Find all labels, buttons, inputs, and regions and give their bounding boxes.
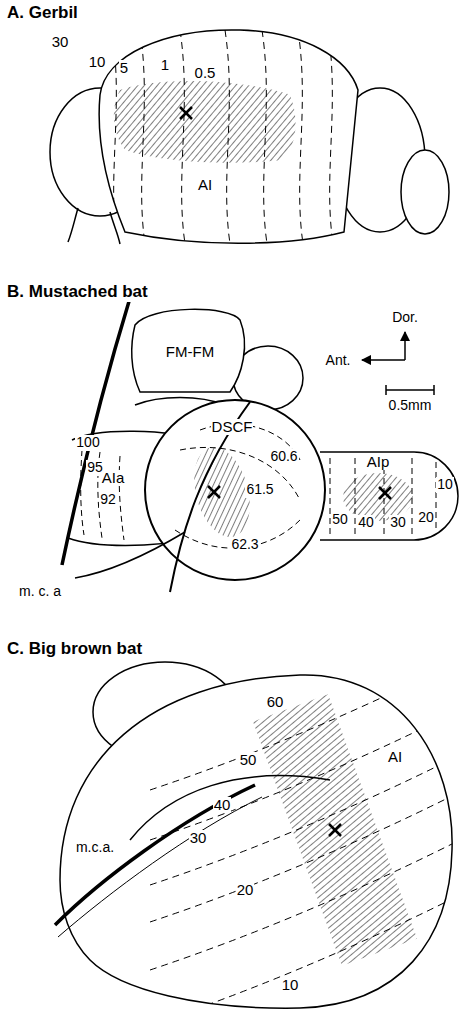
frequency-label: 30 xyxy=(389,515,407,530)
region-label: AIp xyxy=(366,454,391,471)
artery-label: m.c.a. xyxy=(75,840,115,855)
frequency-label: 20 xyxy=(236,882,255,899)
direction-label: Ant. xyxy=(325,353,352,368)
frequency-label: 60 xyxy=(266,694,285,711)
mustached-bat-brain xyxy=(62,298,458,592)
frequency-label: 30 xyxy=(189,830,208,847)
frequency-label: 92 xyxy=(99,492,117,507)
frequency-label: 5 xyxy=(119,60,129,77)
frequency-label: 61.5 xyxy=(245,482,274,497)
direction-label: Dor. xyxy=(391,310,419,325)
gerbil-brain xyxy=(50,30,449,250)
frequency-label: 10 xyxy=(436,477,454,492)
frequency-label: 30 xyxy=(51,34,70,51)
scale-label: 0.5mm xyxy=(388,398,433,413)
frequency-label: 50 xyxy=(239,752,258,769)
frequency-label: 95 xyxy=(86,460,104,475)
region-label: AI xyxy=(197,177,213,194)
frequency-label: 60.6 xyxy=(269,449,298,464)
frequency-label: 40 xyxy=(357,515,375,530)
region-label: DSCF xyxy=(211,419,254,436)
frequency-label: 50 xyxy=(331,512,349,527)
region-label: AIa xyxy=(101,470,126,487)
panel-title: B. Mustached bat xyxy=(6,283,149,302)
frequency-label: 1 xyxy=(160,57,170,74)
big-brown-bat-brain xyxy=(55,660,460,1016)
frequency-label: 20 xyxy=(417,510,435,525)
frequency-label: 100 xyxy=(75,435,100,450)
frequency-label: 10 xyxy=(281,977,300,994)
region-label: AI xyxy=(387,749,403,766)
panel-title: C. Big brown bat xyxy=(6,640,143,659)
frequency-label: 62.3 xyxy=(230,537,259,552)
frequency-label: 10 xyxy=(88,54,107,71)
region-label: FM-FM xyxy=(165,344,215,361)
frequency-label: 0.5 xyxy=(194,65,217,82)
panel-title: A. Gerbil xyxy=(6,4,79,23)
frequency-label: 40 xyxy=(213,797,232,814)
artery-label: m. c. a xyxy=(18,584,62,599)
